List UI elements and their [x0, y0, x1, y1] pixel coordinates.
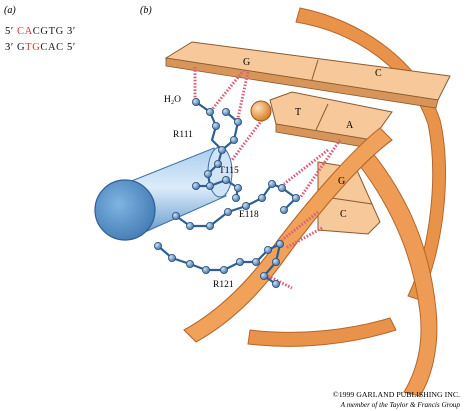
sequence-segment: T [25, 42, 32, 53]
dna-backbone-ribbon-front [183, 127, 393, 343]
base-slab-front-edge [165, 57, 439, 109]
atom [153, 241, 162, 250]
atom [185, 259, 194, 268]
atom [251, 257, 260, 266]
atom [231, 193, 240, 202]
atom [279, 205, 288, 214]
atom [203, 169, 212, 178]
atom [221, 175, 230, 184]
base-label-c-top: C [375, 68, 382, 79]
hbond-r121-c [281, 210, 319, 242]
hbond-t115-t [230, 119, 264, 161]
hbond-e118-a [283, 148, 329, 186]
residue-label-r121: R121 [213, 280, 234, 290]
atom [291, 193, 300, 202]
atom [257, 193, 266, 202]
hbond-r121-backbone [267, 274, 293, 290]
atom [171, 211, 180, 220]
atom [213, 159, 222, 168]
strand-end-label: 3′ [5, 42, 17, 53]
atom [191, 181, 200, 190]
atom [233, 118, 242, 127]
residue-label-e118: E118 [239, 210, 259, 220]
hydrogen-bonds [193, 67, 342, 290]
atom [263, 245, 272, 254]
hbond-r111-g-2 [208, 69, 246, 113]
dna-backbone-ribbon-lower [247, 317, 397, 347]
atom [275, 239, 284, 248]
strand-end-label: 3′ [64, 26, 76, 37]
atom [229, 135, 238, 144]
atom [211, 122, 220, 131]
atom [205, 108, 214, 117]
base-label-t: T [295, 107, 301, 118]
residue-label-t115: T115 [219, 166, 239, 176]
copyright-line: ©1999 GARLAND PUBLISHING INC. [333, 390, 460, 399]
e118-chain [174, 182, 298, 228]
atom [235, 257, 244, 266]
hbond-r121-c-2 [285, 226, 323, 250]
atom [271, 279, 280, 288]
atom [201, 265, 210, 274]
atom [221, 108, 230, 117]
panel-a-label: (a) [4, 5, 16, 16]
sequence-bottom-strand: 3′ GTGCAC 5′ [5, 42, 76, 53]
atom [233, 183, 242, 192]
strand-end-label: 5′ [5, 26, 17, 37]
base-label-a: A [346, 120, 354, 131]
strand-end-label: 5′ [64, 42, 76, 53]
residue-label-r111: R111 [173, 130, 193, 140]
base-label-g-top: G [243, 57, 250, 68]
water-oxygen-sphere [250, 100, 272, 122]
atom [217, 145, 226, 154]
hbond-e118-a-2 [298, 139, 342, 199]
atom [185, 221, 194, 230]
base-slab-divider [315, 103, 329, 131]
dna-backbone-ribbon-mid [359, 151, 438, 397]
atom [267, 179, 276, 188]
atom [223, 207, 232, 216]
atom [219, 265, 228, 274]
sequence-segment: G [17, 42, 25, 53]
r111-branch [220, 110, 240, 152]
atom [205, 181, 214, 190]
alpha-helix-cylinder-cap [94, 179, 156, 241]
publisher-line: A member of the Taylor & Francis Group [340, 401, 461, 409]
sequence-top-strand: 5′ CACGTG 3′ [5, 26, 76, 37]
sequence-segment: A [25, 26, 33, 37]
atom [259, 271, 268, 280]
side-chain-atoms [153, 98, 300, 288]
atom [167, 253, 176, 262]
atom [205, 221, 214, 230]
panel-b-label: (b) [140, 5, 152, 16]
atom [277, 183, 286, 192]
atom [191, 98, 200, 107]
sequence-segment: CGTG [33, 26, 64, 37]
sequence-segment: CAC [40, 42, 63, 53]
atom [271, 257, 280, 266]
sequence-segment: C [17, 26, 25, 37]
atom [241, 201, 250, 210]
sequence-segment: G [32, 42, 40, 53]
base-label-g-lower: G [338, 176, 345, 187]
hbond-r111-g [236, 71, 250, 119]
base-label-c-lower: C [340, 209, 347, 220]
water-label: H₂O [164, 95, 181, 105]
